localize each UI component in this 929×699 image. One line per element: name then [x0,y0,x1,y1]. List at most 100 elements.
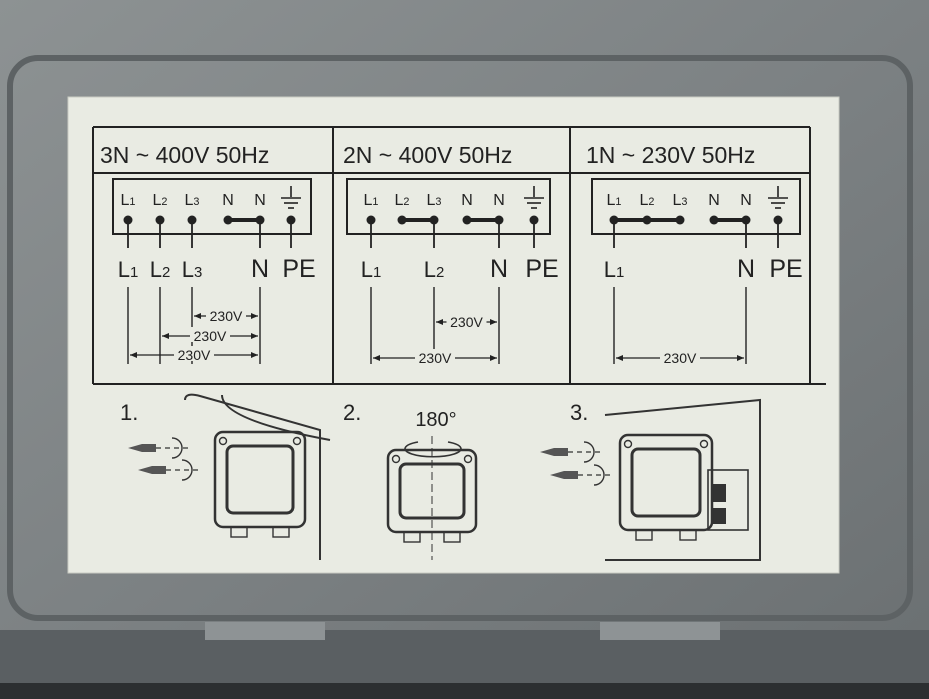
screw-hole [463,454,473,464]
rotate-arrow-icon [583,441,595,463]
terminal-block [591,178,801,235]
arrow-head-right [251,313,258,319]
terminal-label: N [222,192,234,209]
wire-label: L3 [182,257,203,282]
terminal-label: N [461,192,473,209]
section-header: 3N ~ 400V 50Hz [100,142,269,168]
section-header: 2N ~ 400V 50Hz [343,142,512,168]
wire-label: N [737,255,755,283]
dimension-label-bg [190,327,230,342]
terminal-screw [155,215,165,225]
screw-hole [218,436,228,446]
bracket-frame [213,430,307,529]
voltage-label: 230V [419,350,452,366]
voltage-dimension: 230V [373,349,497,366]
bracket-tab [635,529,653,541]
wire-label: L1 [118,257,139,282]
hinge-right [600,622,720,640]
ground-icon [281,186,301,209]
dimension-label-bg [446,313,487,328]
dimension-label-bg [660,349,700,364]
step-1: 1. [120,393,331,560]
arrow-head-left [130,352,137,358]
rotation-label: 180° [415,409,456,431]
arrow-head-left [436,319,443,325]
step-number: 3. [570,400,588,425]
terminal-screw [187,215,197,225]
bracket-frame [618,433,714,532]
step-number: 2. [343,400,361,425]
voltage-dimension: 230V [616,349,744,366]
voltage-label: 230V [450,314,483,330]
terminal-label: N [254,192,266,209]
screw-step-1a [128,437,188,459]
screw-icon [128,444,156,452]
arrow-head-right [251,333,258,339]
wire-label: L1 [361,257,382,282]
rotate-arrow-icon [181,459,193,481]
screw-hole [391,454,401,464]
rotate-arrow-icon [404,441,462,458]
rotate-arrow-icon [171,437,183,459]
bracket-tab [679,529,697,541]
wire-label: PE [525,255,558,283]
voltage-label: 230V [178,347,211,363]
arrow-head-right [737,355,744,361]
dimension-label-bg [415,349,455,364]
terminal-label: L1 [121,192,136,209]
terminal-screw [123,215,133,225]
terminal-label: L1 [364,192,379,209]
ground-icon [768,186,788,209]
screw-hole [699,439,709,449]
voltage-dimension: 230V [194,307,258,324]
terminal-screw [366,215,376,225]
screw-icon [138,466,166,474]
voltage-dimension: 230V [130,346,258,363]
wire-label: L2 [424,257,445,282]
terminal-label: L3 [673,192,688,209]
wire-label: N [490,255,508,283]
arrow-head-left [194,313,201,319]
arrow-head-right [490,319,497,325]
terminal-label: N [740,192,752,209]
wire-label: L2 [150,257,171,282]
terminal-block [112,178,312,235]
bracket-step-1 [213,430,307,538]
screw-icon [550,471,578,479]
bracket-tab [403,531,421,543]
terminal-screw [773,215,783,225]
screw-step-1b [138,459,198,481]
bracket-step-2 [386,448,478,543]
wire-label: N [251,255,269,283]
voltage-label: 230V [664,350,697,366]
arrow-head-right [490,355,497,361]
step-number: 1. [120,400,138,425]
arrow-head-left [616,355,623,361]
oven-outline [221,394,331,441]
terminal-block [346,178,551,235]
bracket-tab [230,526,248,538]
bracket-tab [443,531,461,543]
screw-hole [292,436,302,446]
voltage-label: 230V [194,328,227,344]
screw-hole [623,439,633,449]
wire-label: PE [769,255,802,283]
step-2: 2. 180° [343,400,478,560]
terminal-label: N [493,192,505,209]
step-3: 3. [540,398,761,561]
terminal-label: L2 [153,192,168,209]
terminal-label: L1 [607,192,622,209]
ground-icon [524,186,544,209]
terminal-label: N [708,192,720,209]
dimension-label-bg [174,346,214,361]
arrow-head-left [162,333,169,339]
arrow-head-left [373,355,380,361]
terminal-label: L3 [185,192,200,209]
bracket-window [225,444,295,515]
terminal-screw [529,215,539,225]
screw-step-3a [540,441,600,463]
